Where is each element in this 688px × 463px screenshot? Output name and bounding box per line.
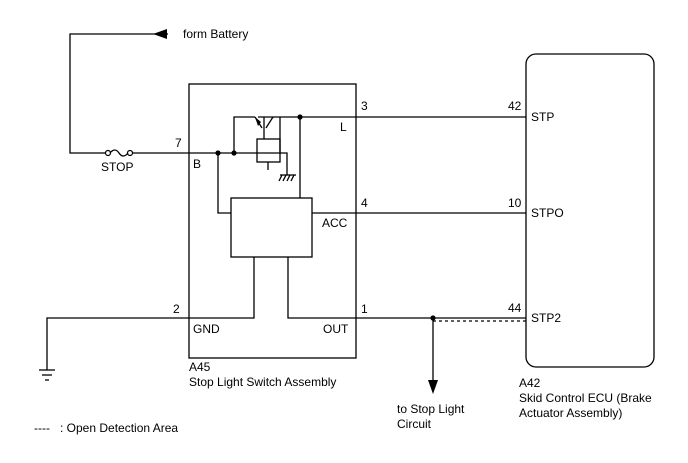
- ecu-code: A42: [519, 376, 541, 390]
- ecu-pin-stp2-label: STP2: [531, 311, 561, 325]
- sensor-element: [256, 138, 281, 163]
- pin-3-number: 3: [361, 99, 368, 113]
- battery-label: form Battery: [183, 27, 248, 41]
- skid-control-ecu-box: [525, 53, 655, 368]
- ecu-name-line2: Actuator Assembly): [519, 406, 622, 420]
- ic-to-out-wire: [287, 257, 356, 319]
- legend-dash-symbol: ----: [34, 421, 50, 435]
- ecu-pin-10-number: 10: [508, 196, 522, 210]
- pin-7-number: 7: [175, 136, 182, 150]
- pin-gnd-label: GND: [193, 322, 220, 336]
- branch-label-line2: Circuit: [397, 417, 432, 431]
- battery-feed-wire: [69, 33, 168, 154]
- pin-l-label: L: [340, 120, 347, 134]
- pin-1-number: 1: [361, 302, 368, 316]
- ground-wire: [46, 317, 189, 370]
- ground-icon: [39, 369, 55, 381]
- stop-light-arrow-icon: [428, 380, 438, 394]
- ic-to-gnd-wire: [189, 257, 255, 319]
- pin-2-number: 2: [173, 302, 180, 316]
- transistor-icon: [233, 116, 288, 175]
- b-to-ic-wire: [217, 153, 231, 214]
- ecu-pin-stp-label: STP: [531, 110, 554, 124]
- pin-out-label: OUT: [323, 322, 349, 336]
- pin-b-label: B: [193, 157, 201, 171]
- chassis-ground-icon: [278, 174, 296, 182]
- battery-arrow-icon: [153, 29, 167, 39]
- pin-acc-label: ACC: [322, 216, 348, 230]
- stop-light-switch-assembly-box: [188, 83, 357, 359]
- control-ic: [230, 197, 313, 258]
- legend-text: : Open Detection Area: [60, 421, 178, 435]
- branch-label-line1: to Stop Light: [397, 402, 465, 416]
- ecu-pin-stpo-label: STPO: [531, 206, 564, 220]
- ecu-pin-44-number: 44: [508, 301, 522, 315]
- fuse-label: STOP: [101, 160, 133, 174]
- switch-assembly-code: A45: [189, 360, 211, 374]
- switch-assembly-name: Stop Light Switch Assembly: [189, 375, 336, 389]
- ecu-pin-42-number: 42: [508, 99, 522, 113]
- pin-4-number: 4: [361, 196, 368, 210]
- ecu-name-line1: Skid Control ECU (Brake: [519, 391, 652, 405]
- fuse-stop-icon: [104, 149, 134, 157]
